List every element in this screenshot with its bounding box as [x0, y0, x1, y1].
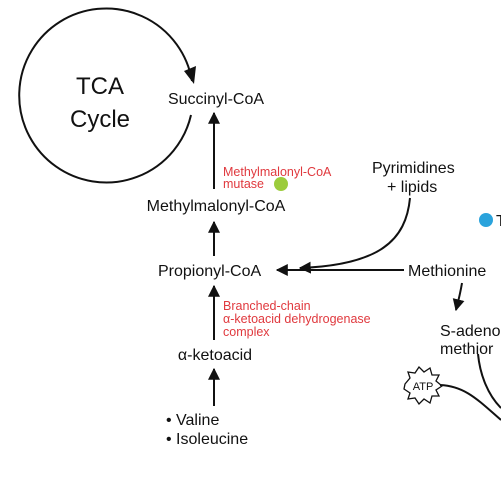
bckdh-enzyme-line1: Branched-chain — [223, 299, 311, 313]
tca-label-line2: Cycle — [70, 106, 130, 133]
s-adenosyl-label-line1: S-adeno — [440, 323, 501, 340]
pyrimidines-label-line2: + lipids — [387, 179, 437, 196]
isoleucine-label: • Isoleucine — [166, 431, 248, 448]
tca-cycle-circle — [18, 7, 193, 184]
arrow-pyrimidines-to-propionyl — [298, 197, 411, 274]
mutase-enzyme-line1: Methylmalonyl-CoA — [223, 165, 332, 179]
valine-label: • Valine — [166, 412, 219, 429]
atp-label: ATP — [413, 381, 434, 393]
atp-curve — [439, 384, 501, 421]
s-adenosyl-label-line2: methior — [440, 341, 494, 358]
t-dot-icon — [479, 213, 493, 227]
pyrimidines-label-line1: Pyrimidines — [372, 160, 455, 177]
tca-label-line1: TCA — [76, 73, 124, 100]
t-fragment-label: T — [496, 213, 501, 230]
mutase-enzyme-line2: mutase — [223, 177, 264, 191]
mutase-dot-icon — [274, 177, 288, 191]
succinyl-coa-label: Succinyl-CoA — [168, 91, 264, 108]
propionyl-coa-label: Propionyl-CoA — [158, 263, 261, 280]
methionine-label: Methionine — [408, 263, 486, 280]
bckdh-enzyme-line3: complex — [223, 325, 270, 339]
arrow-methionine-to-sadenosyl — [452, 282, 465, 312]
tca-cycle-arrowhead — [184, 66, 196, 84]
alpha-ketoacid-label: α-ketoacid — [178, 347, 252, 364]
methylmalonyl-coa-label: Methylmalonyl-CoA — [147, 198, 286, 215]
bckdh-enzyme-line2: α-ketoacid dehydrogenase — [223, 312, 371, 326]
sadenosyl-curve — [477, 353, 501, 409]
atp-burst-icon — [403, 365, 444, 406]
